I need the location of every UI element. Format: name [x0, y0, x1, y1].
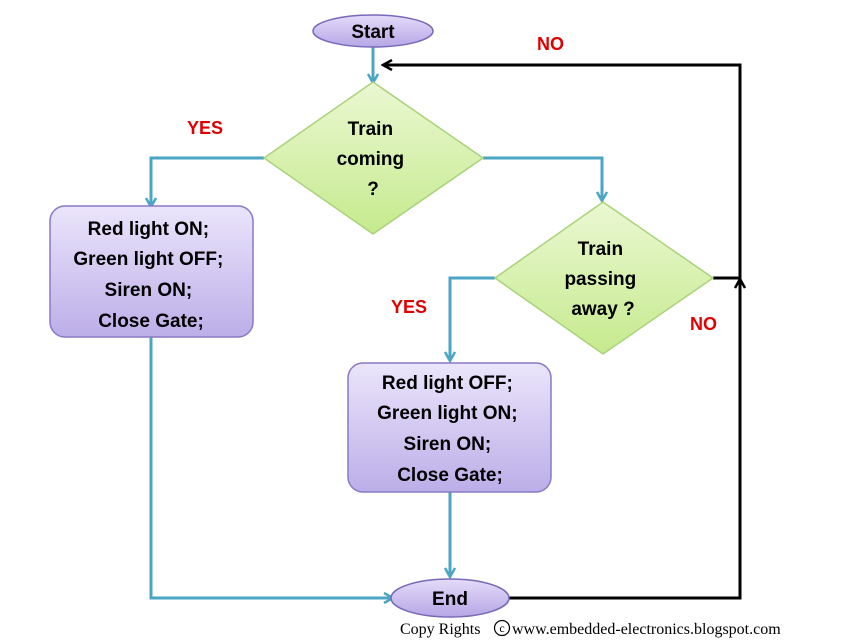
decision-train-passing-line-2: passing	[564, 269, 636, 290]
decision-train-coming-line-3: ?	[367, 179, 379, 200]
edge-passing-yes-to-right-process	[450, 276, 495, 360]
process-right-line-4: Close Gate;	[397, 465, 503, 486]
process-right-text: Red light OFF; Green light ON; Siren ON;…	[377, 373, 523, 486]
decision-train-coming-text: Train coming ?	[337, 119, 410, 200]
decision-train-passing-line-3: away ?	[571, 299, 634, 320]
copyright-footer: Copy Rights c www.embedded-electronics.b…	[400, 619, 781, 638]
process-left-line-1: Red light ON;	[88, 219, 209, 240]
copyright-prefix: Copy Rights	[400, 621, 480, 638]
decision-train-passing-line-1: Train	[578, 239, 623, 260]
copyright-site: www.embedded-electronics.blogspot.com	[512, 621, 781, 638]
decision-train-passing: Train passing away ?	[493, 201, 715, 355]
copyright-symbol-letter: c	[499, 621, 504, 635]
decision-train-coming: Train coming ?	[262, 81, 485, 235]
decision-train-coming-line-2: coming	[337, 149, 405, 170]
process-right-line-2: Green light ON;	[377, 403, 517, 424]
process-left-line-2: Green light OFF;	[73, 249, 223, 270]
no-label-loop: NO	[537, 34, 564, 54]
edge-passing-no-loop-back	[384, 65, 742, 280]
yes-label-coming: YES	[187, 118, 223, 138]
copyright-circle-icon	[493, 619, 511, 637]
end-terminal: End	[390, 578, 510, 618]
start-label: Start	[351, 22, 395, 43]
process-right-line-3: Siren ON;	[404, 434, 492, 455]
decision-train-passing-text: Train passing away ?	[564, 239, 641, 320]
edge-coming-yes-to-left-process	[151, 156, 264, 206]
yes-label-passing: YES	[391, 297, 427, 317]
process-left-line-3: Siren ON;	[105, 280, 193, 301]
edge-coming-no-to-passing-decision	[483, 156, 602, 200]
no-label-passing: NO	[690, 314, 717, 334]
process-left-text: Red light ON; Green light OFF; Siren ON;…	[73, 219, 228, 332]
process-left-box: Red light ON; Green light OFF; Siren ON;…	[49, 205, 254, 338]
end-label: End	[432, 589, 468, 610]
process-right-box: Red light OFF; Green light ON; Siren ON;…	[347, 362, 552, 493]
process-left-line-4: Close Gate;	[98, 311, 204, 332]
decision-train-coming-line-1: Train	[348, 119, 393, 140]
edge-left-process-to-end	[149, 337, 392, 598]
process-right-line-1: Red light OFF;	[382, 373, 513, 394]
start-terminal: Start	[312, 14, 434, 48]
edge-end-loop-up	[509, 280, 740, 600]
